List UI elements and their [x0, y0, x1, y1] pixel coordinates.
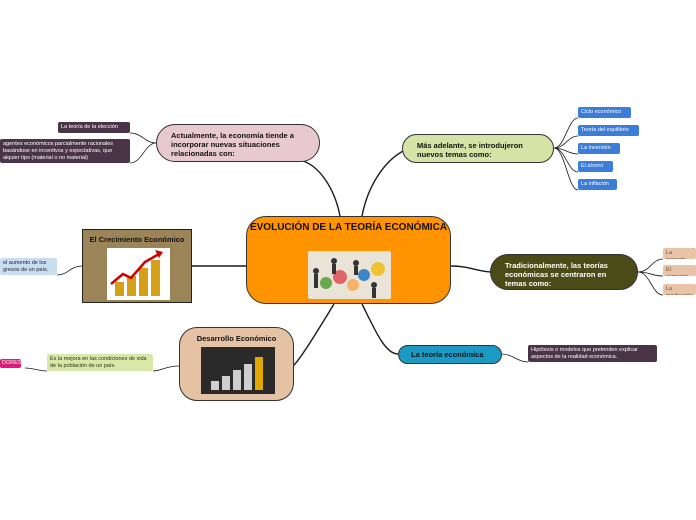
leaf-comercio[interactable]: El comercio — [663, 265, 696, 276]
leaf-moneda[interactable]: La moneda — [663, 248, 696, 259]
leaf-hipotesis[interactable]: Hipótesis o modelos que pretenden explic… — [528, 345, 657, 362]
central-topic[interactable]: EVOLUCIÓN DE LA TEORÍA ECONÓMICA — [246, 216, 451, 304]
branch-desarrollo-economico[interactable]: Desarrollo Económico — [179, 327, 294, 401]
branch-mas-adelante[interactable]: Más adelante, se introdujeron nuevos tem… — [402, 134, 554, 163]
leaf-ahorro[interactable]: El ahorro — [578, 161, 613, 172]
crecimiento-title: El Crecimiento Económico — [83, 235, 191, 244]
branch-tradicionalmente[interactable]: Tradicionalmente, las teorías económicas… — [490, 254, 638, 290]
leaf-teoria-eleccion[interactable]: La teoría de la elección — [58, 122, 130, 133]
leaf-aumento-ingresos[interactable]: el aumento de los gresos de un país. — [0, 258, 57, 275]
leaf-inflacion[interactable]: La inflación — [578, 179, 617, 190]
central-topic-title: EVOLUCIÓN DE LA TEORÍA ECONÓMICA — [247, 222, 450, 234]
people-gears-image — [308, 251, 391, 299]
leaf-produccion[interactable]: La producción — [663, 284, 696, 295]
growth-bars-chalkboard-image — [201, 347, 275, 394]
branch-crecimiento-economico[interactable]: El Crecimiento Económico — [82, 229, 192, 303]
branch-teoria-economica[interactable]: La teoría económica — [398, 345, 502, 364]
leaf-ciclo-economico[interactable]: Ciclo económico — [578, 107, 631, 118]
gold-coins-growth-image — [107, 248, 170, 300]
leaf-teoria-equilibrio[interactable]: Teoría del equilibrio — [578, 125, 639, 136]
leaf-agentes-economicos[interactable]: agentes económicos parcialmente racional… — [0, 139, 130, 163]
leaf-inversion[interactable]: La inversión — [578, 143, 620, 154]
branch-actualmente[interactable]: Actualmente, la economía tiende a incorp… — [156, 124, 320, 162]
desarrollo-title: Desarrollo Económico — [180, 334, 293, 343]
leaf-indicadores[interactable]: DORES — [0, 359, 21, 368]
leaf-mejora-condiciones[interactable]: Es la mejora en las condiciones de vida … — [47, 354, 153, 371]
